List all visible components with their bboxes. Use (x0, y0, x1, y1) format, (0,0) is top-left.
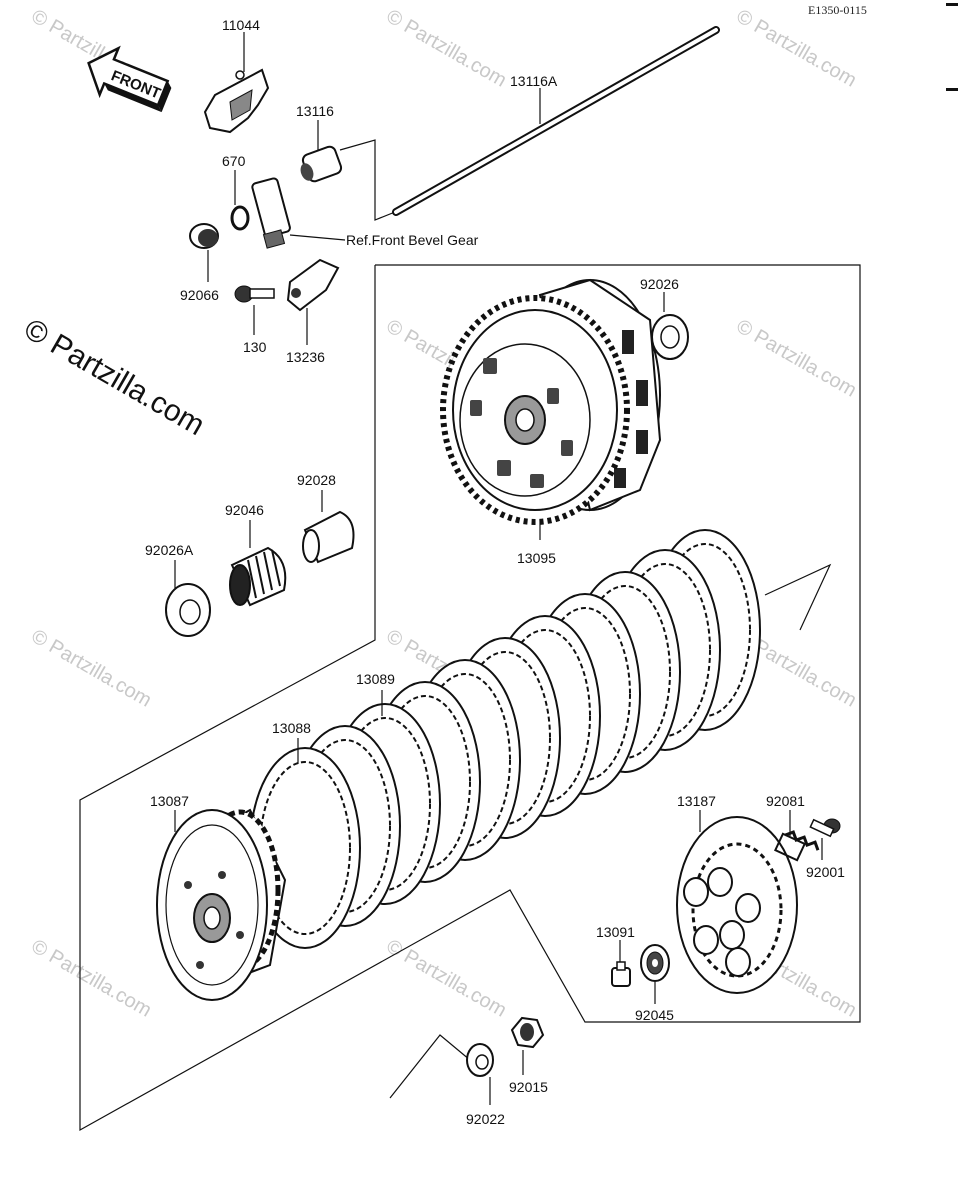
label-92001[interactable]: 92001 (806, 864, 845, 880)
ref-label: Ref.Front Bevel Gear (346, 232, 479, 248)
label-13088[interactable]: 13088 (272, 720, 311, 736)
part-13187[interactable]: 13187 (676, 793, 798, 994)
pushrod-guide-lines (764, 563, 832, 631)
part-92022[interactable]: 92022 (466, 1043, 505, 1127)
part-92001[interactable]: 92001 (806, 818, 845, 880)
watermark: © Partzilla.com (28, 625, 156, 711)
part-92015[interactable]: 92015 (509, 1016, 548, 1095)
edge-mark (946, 88, 958, 91)
watermark: © Partzilla.com (733, 315, 861, 401)
part-670[interactable]: 670 (222, 153, 250, 231)
part-13236[interactable]: 13236 (286, 258, 340, 365)
label-92045[interactable]: 92045 (635, 1007, 674, 1023)
part-92066[interactable]: 92066 (180, 223, 219, 303)
lower-box-outline (79, 264, 861, 1132)
plate-stack[interactable]: 13089 13088 (249, 529, 761, 949)
label-13187[interactable]: 13187 (677, 793, 716, 809)
part-92026[interactable]: 92026 (640, 276, 689, 360)
bevel-gear-shaft: Ref.Front Bevel Gear (251, 177, 479, 249)
label-13087[interactable]: 13087 (150, 793, 189, 809)
label-92028[interactable]: 92028 (297, 472, 336, 488)
watermark: © Partzilla.com (28, 935, 156, 1021)
label-670[interactable]: 670 (222, 153, 246, 169)
part-92026A[interactable]: 92026A (145, 542, 211, 637)
watermark-large: © Partzilla.com (19, 312, 211, 442)
part-92045[interactable]: 92045 (635, 944, 674, 1023)
label-13091[interactable]: 13091 (596, 924, 635, 940)
watermark: © Partzilla.com (733, 5, 861, 91)
label-92081[interactable]: 92081 (766, 793, 805, 809)
watermark: © Partzilla.com (383, 5, 511, 91)
part-13116A[interactable]: 13116A (392, 26, 720, 216)
label-92046[interactable]: 92046 (225, 502, 264, 518)
part-130[interactable]: 130 (234, 285, 275, 355)
label-13116A[interactable]: 13116A (510, 73, 558, 89)
label-92066[interactable]: 92066 (180, 287, 219, 303)
watermark: © Partzilla.com (383, 935, 511, 1021)
diagram-code: E1350-0115 (808, 3, 867, 17)
part-13091[interactable]: 13091 (596, 924, 635, 987)
part-13095[interactable]: 13095 (440, 278, 662, 566)
label-13116[interactable]: 13116 (296, 103, 334, 119)
edge-mark (946, 3, 958, 6)
part-13087[interactable]: 13087 (150, 793, 287, 1001)
part-92081[interactable]: 92081 (766, 793, 820, 862)
upper-group-outline (339, 139, 396, 221)
label-13236[interactable]: 13236 (286, 349, 325, 365)
part-92046[interactable]: 92046 (225, 502, 287, 607)
label-92015[interactable]: 92015 (509, 1079, 548, 1095)
label-92026[interactable]: 92026 (640, 276, 679, 292)
nut-guide-lines (389, 1034, 471, 1099)
label-130[interactable]: 130 (243, 339, 267, 355)
label-13095[interactable]: 13095 (517, 550, 556, 566)
label-92022[interactable]: 92022 (466, 1111, 505, 1127)
part-11044[interactable]: 11044 (203, 17, 270, 134)
label-11044[interactable]: 11044 (222, 17, 260, 33)
part-92028[interactable]: 92028 (297, 472, 355, 564)
label-13089[interactable]: 13089 (356, 671, 395, 687)
part-13116[interactable]: 13116 (296, 103, 343, 183)
label-92026A[interactable]: 92026A (145, 542, 194, 558)
